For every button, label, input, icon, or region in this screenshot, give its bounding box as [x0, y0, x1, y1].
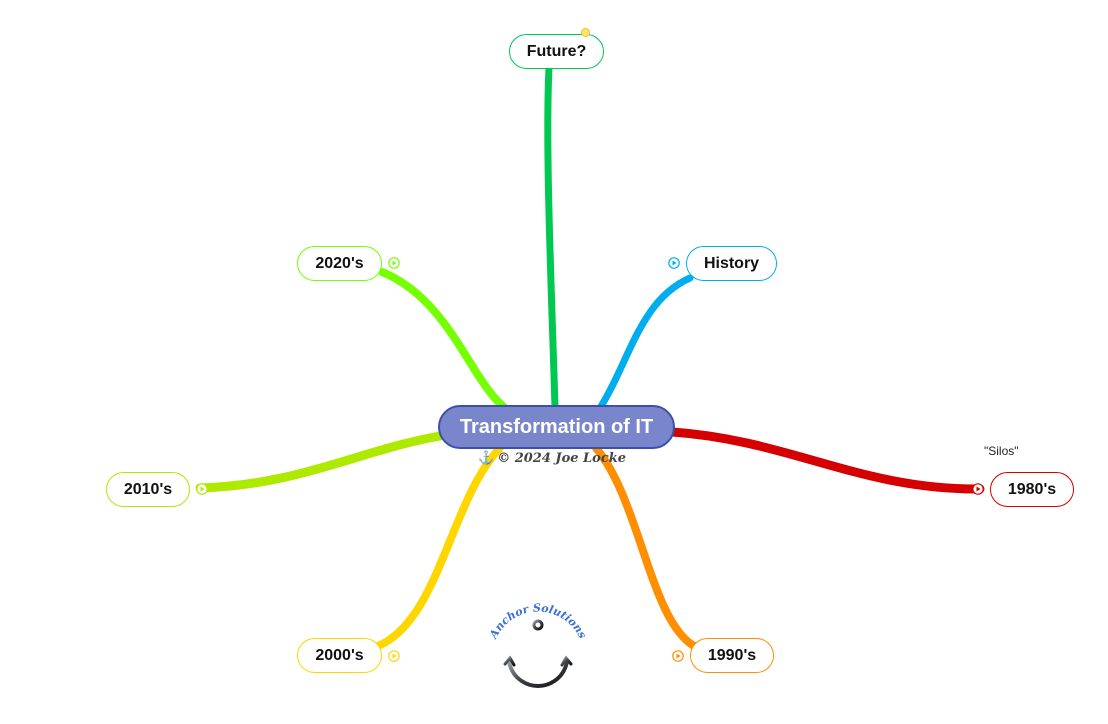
expand-play-icon[interactable]: [672, 650, 684, 662]
expand-play-icon[interactable]: [196, 483, 208, 495]
branch-line-2000s: [374, 444, 504, 650]
topic-label: 2000's: [315, 646, 364, 664]
anchor-icon: ⚓: [478, 450, 495, 466]
branch-line-1980s: [667, 427, 985, 494]
topic-2010s[interactable]: 2010's: [106, 472, 190, 507]
topic-label: 1980's: [1007, 480, 1057, 498]
topic-history[interactable]: History: [686, 246, 777, 281]
branch-line-2020s: [378, 268, 509, 412]
branch-line-1990s: [592, 444, 698, 650]
expand-play-icon[interactable]: [972, 483, 984, 495]
topic-label: 1990's: [707, 646, 757, 664]
branch-line-history: [596, 274, 694, 412]
topic-label: 2020's: [315, 254, 364, 272]
branch-line-2010s: [195, 431, 445, 493]
topic-future[interactable]: Future?: [509, 34, 604, 69]
topic-label: Future?: [526, 42, 587, 60]
topic-2000s[interactable]: 2000's: [297, 638, 382, 673]
topic-label: 2010's: [123, 480, 173, 498]
anchor-solutions-logo: Anchor Solutions: [486, 601, 589, 689]
anchor-icon: [503, 619, 573, 689]
topic-2020s[interactable]: 2020's: [297, 246, 382, 281]
copyright-label: © 2024 Joe Locke: [497, 450, 627, 466]
topic-note-silos: "Silos": [984, 444, 1019, 458]
topic-1990s[interactable]: 1990's: [690, 638, 774, 673]
marker-dot: [581, 28, 590, 37]
central-topic[interactable]: Transformation of IT: [438, 405, 675, 449]
topic-1980s[interactable]: 1980's: [990, 472, 1074, 507]
expand-play-icon[interactable]: [388, 650, 400, 662]
expand-play-icon[interactable]: [668, 257, 680, 269]
branch-line-future: [544, 64, 559, 412]
copyright-text: ⚓ © 2024 Joe Locke: [478, 449, 638, 467]
topic-label: History: [703, 254, 760, 272]
expand-play-icon[interactable]: [388, 257, 400, 269]
